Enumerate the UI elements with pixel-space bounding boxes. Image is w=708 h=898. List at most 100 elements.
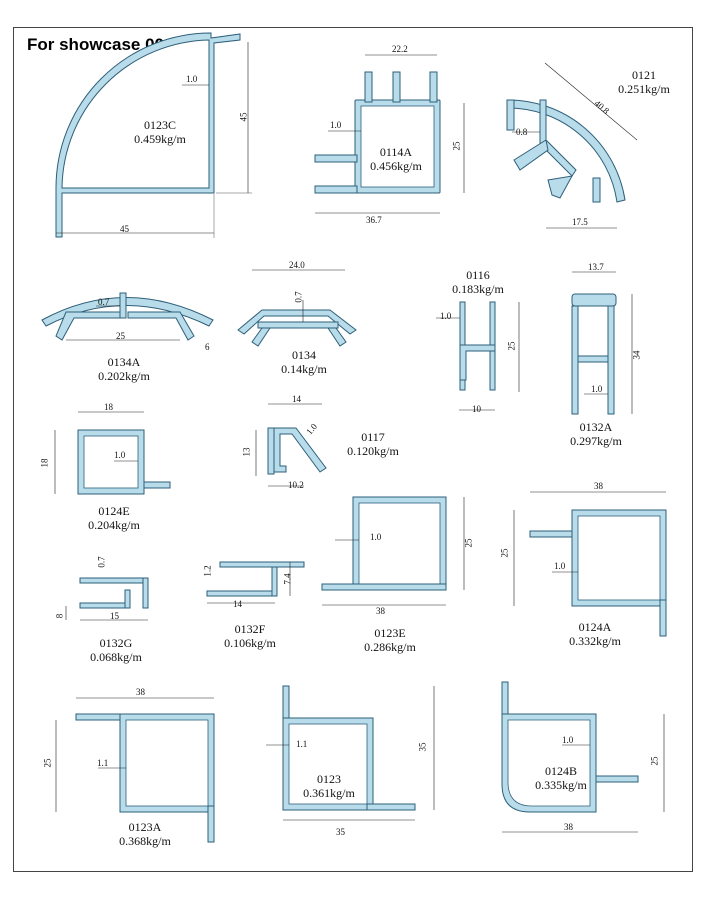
dimension-label: 45 [120,224,129,234]
profile-weight: 0.106kg/m [224,636,276,650]
dimension-label: 25 [463,538,474,548]
dimension-label: 25 [451,141,462,151]
dimension-label: 15 [110,611,119,621]
dimension-label: 36.7 [366,215,382,225]
dimension-label: 1.0 [554,561,566,571]
dimension-label: 0.7 [293,291,304,303]
profile-code: 0123E [374,626,406,640]
profile-weight: 0.332kg/m [569,634,621,648]
profile-code: 0132A [579,420,613,434]
profile-0132G-label: 0132G 0.068kg/m [80,636,152,664]
profile-0123E-shape [321,496,465,606]
dimension-label: 1.0 [186,74,198,84]
profile-0123A-label: 0123A 0.368kg/m [108,820,182,848]
profile-0123C-label: 0123C 0.459kg/m [112,118,208,146]
profile-weight: 0.297kg/m [570,434,622,448]
profile-0134A-label: 0134A 0.202kg/m [84,355,164,383]
dimension-label: 35 [336,827,345,837]
profile-weight: 0.183kg/m [452,282,504,296]
profile-0121-label: 0121 0.251kg/m [608,68,680,96]
profile-0124A-label: 0124A 0.332kg/m [558,620,632,648]
dimension-label: 1.0 [370,532,382,542]
dimension-label: 13 [241,447,252,457]
profile-code: 0134A [107,355,141,369]
profile-0132G-shape [65,577,149,621]
dimension-label: 10.2 [288,480,304,490]
dimension-label: 1.0 [114,450,126,460]
profile-weight: 0.204kg/m [88,518,140,532]
profile-0114A-shape [314,54,465,214]
profile-code: 0124B [544,764,577,778]
dimension-label: 7.4 [282,573,293,585]
profile-weight: 0.202kg/m [98,369,150,383]
profile-0124B-label: 0124B 0.335kg/m [524,764,598,792]
profile-0117-label: 0117 0.120kg/m [338,430,408,458]
profile-0124E-label: 0124E 0.204kg/m [78,504,150,532]
dimension-label: 1.1 [97,758,109,768]
dimension-label: 0.8 [516,127,528,137]
profile-0134-label: 0134 0.14kg/m [264,348,344,376]
dimension-label: 25 [506,341,517,351]
profile-0124E-shape [54,411,171,495]
dimension-label: 38 [136,687,145,697]
profile-code: 0116 [466,268,490,282]
profile-0132F-shape [206,561,305,604]
dimension-label: 1.0 [562,735,574,745]
profile-0123-shape [266,685,435,821]
profile-code: 0132G [99,636,133,650]
profile-weight: 0.14kg/m [281,362,327,376]
profile-code: 0121 [632,68,656,82]
profile-code: 0123C [143,118,176,132]
dimension-label: 1.0 [591,384,603,394]
dimension-label: 45 [238,112,249,122]
dimension-label: 18 [104,402,113,412]
profile-weight: 0.251kg/m [618,82,670,96]
profile-0121-shape [506,62,638,229]
dimension-label: 38 [594,481,603,491]
page-frame [13,27,693,872]
profile-weight: 0.068kg/m [90,650,142,664]
dimension-label: 8 [54,613,65,619]
profile-weight: 0.361kg/m [303,786,355,800]
dimension-label: 35 [417,742,428,752]
profile-0123-label: 0123 0.361kg/m [292,772,366,800]
dimension-label: 24.0 [289,260,305,270]
profile-code: 0123A [128,820,162,834]
profile-code: 0132F [234,622,266,636]
dimension-label: 17.5 [572,217,588,227]
dimension-label: 22.2 [392,44,408,54]
profile-code: 0123 [317,772,341,786]
profile-0114A-label: 0114A 0.456kg/m [360,145,432,173]
profile-0134A-shape [41,292,214,341]
profile-0134-shape [237,269,357,347]
profile-weight: 0.120kg/m [347,444,399,458]
dimension-label: 25 [116,331,125,341]
dimension-label: 6 [205,342,210,352]
dimension-label: 0.7 [98,297,110,307]
dimension-label: 1.0 [440,311,452,321]
dimension-label: 38 [376,606,385,616]
dimension-label: 1.1 [296,739,308,749]
profile-code: 0117 [361,430,385,444]
profile-weight: 0.368kg/m [119,834,171,848]
profile-0132A-label: 0132A 0.297kg/m [560,420,632,448]
profile-code: 0124A [578,620,612,634]
profile-0123A-shape [55,697,215,843]
dimension-label: 0.7 [96,556,107,568]
dimension-label: 25 [649,756,660,766]
profile-code: 0114A [379,145,413,159]
page-title: For showcase 004 [27,35,174,54]
profile-0124B-shape [501,681,665,833]
profile-0132A-shape [571,271,633,415]
profile-0116-label: 0116 0.183kg/m [440,268,516,296]
profile-weight: 0.335kg/m [535,778,587,792]
profile-0132F-label: 0132F 0.106kg/m [214,622,286,650]
profile-0124A-shape [513,491,667,637]
dimension-label: 14 [233,599,242,609]
profile-0123C-shape [55,32,252,238]
dimension-label: 34 [631,350,642,360]
profile-code: 0124E [98,504,130,518]
profile-weight: 0.456kg/m [370,159,422,173]
dimension-label: 10 [472,404,481,414]
